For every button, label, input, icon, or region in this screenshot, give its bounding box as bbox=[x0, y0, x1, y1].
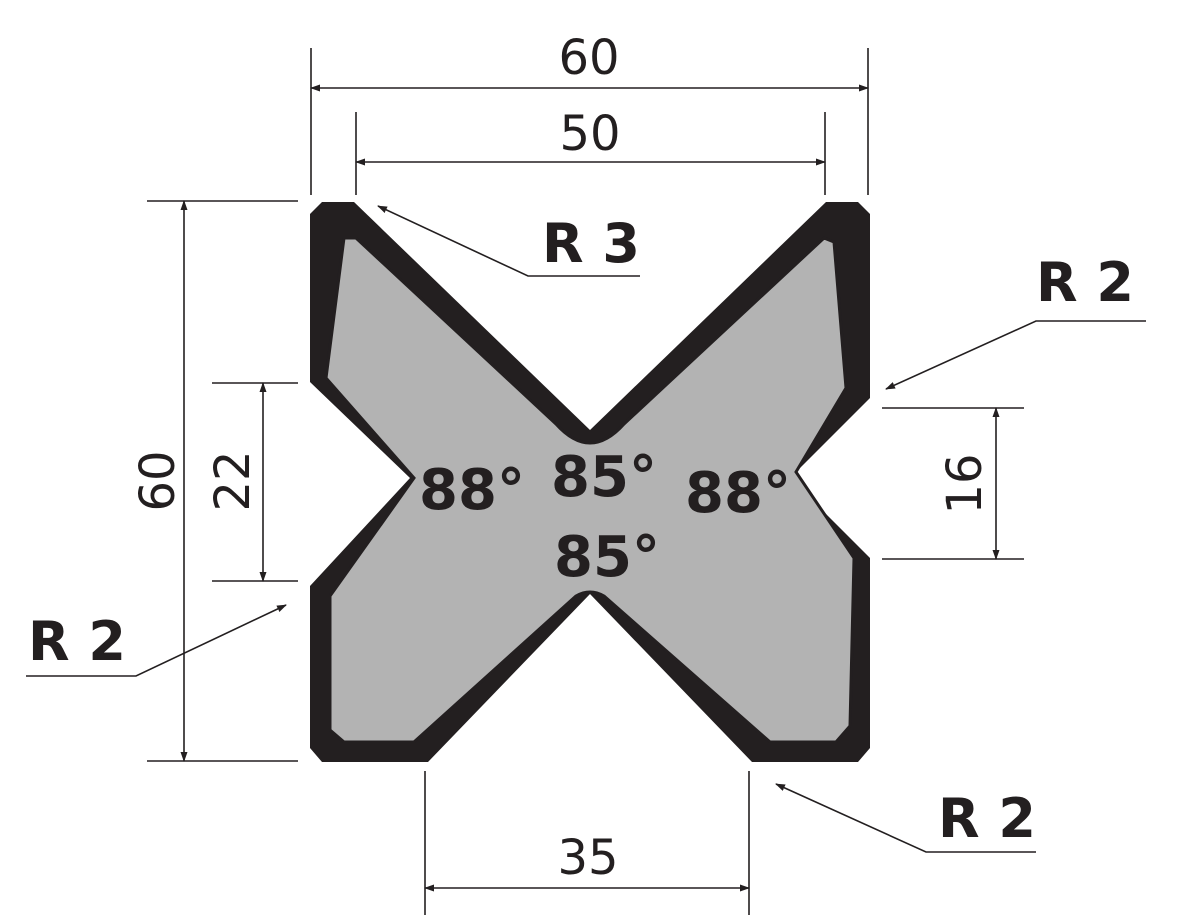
dim-top-outer: 60 bbox=[558, 30, 619, 86]
dimension-lines bbox=[180, 84, 1000, 892]
dim-right-opening: 16 bbox=[937, 453, 993, 514]
dim-left-opening: 22 bbox=[205, 450, 261, 511]
angle-bottom: 85° bbox=[554, 525, 660, 590]
radius-bottom-right: R 2 bbox=[938, 787, 1036, 850]
dim-bottom: 35 bbox=[557, 830, 618, 886]
dim-left-height: 60 bbox=[130, 450, 186, 511]
angle-top: 85° bbox=[551, 445, 657, 510]
radius-leaders bbox=[26, 205, 1146, 853]
die-fill bbox=[324, 236, 856, 744]
leader-top-left bbox=[377, 205, 640, 277]
angle-right: 88° bbox=[685, 461, 791, 526]
radius-right-upper: R 2 bbox=[1036, 251, 1134, 314]
radius-left-lower: R 2 bbox=[28, 610, 126, 673]
radius-top-left: R 3 bbox=[542, 212, 640, 275]
extension-lines bbox=[147, 48, 1024, 915]
leader-right-upper bbox=[885, 320, 1146, 390]
leader-bottom-right bbox=[775, 783, 1036, 853]
dim-top-inner: 50 bbox=[559, 106, 620, 162]
leader-left-lower bbox=[26, 604, 287, 677]
angle-left: 88° bbox=[419, 458, 525, 523]
